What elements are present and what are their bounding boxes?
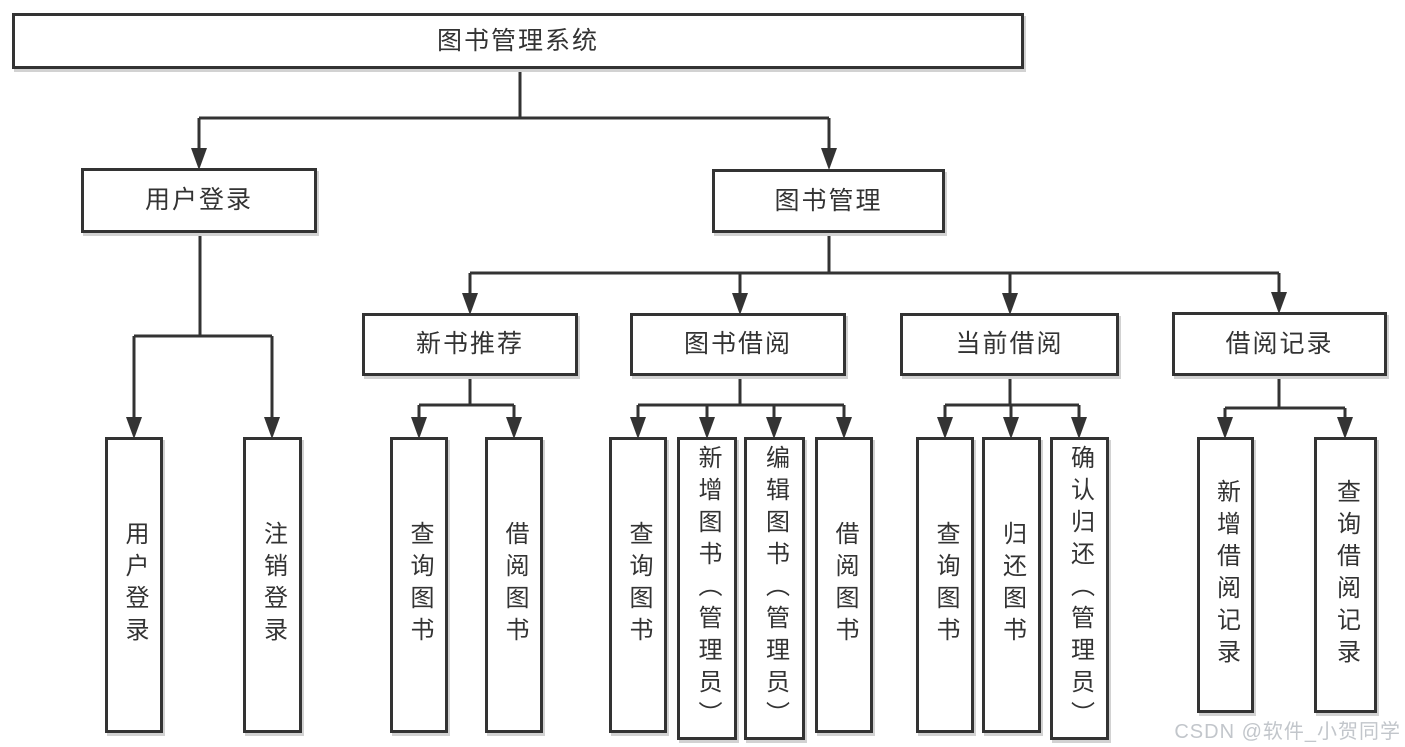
arrow-icon <box>191 148 207 170</box>
leaf-label: 确认归还（管理员） <box>1066 444 1094 733</box>
node-book-management: 图书管理 <box>712 169 945 233</box>
arrow-icon <box>836 417 852 439</box>
node-new-book-recommendation: 新书推荐 <box>362 313 578 376</box>
node-label: 图书借阅 <box>683 330 792 358</box>
node-library-management-system: 图书管理系统 <box>12 13 1024 69</box>
arrow-icon <box>1337 417 1353 439</box>
arrow-icon <box>1002 293 1018 315</box>
leaf-edit-books-admin: 编辑图书（管理员） <box>744 437 805 740</box>
arrow-icon <box>462 293 478 315</box>
leaf-user-login: 用户登录 <box>105 437 163 733</box>
node-borrowing-records: 借阅记录 <box>1172 312 1387 376</box>
leaf-label: 新增图书（管理员） <box>694 444 721 733</box>
arrow-icon <box>1271 292 1287 314</box>
leaf-query-books-current: 查询图书 <box>916 437 974 733</box>
arrowheads <box>126 148 1353 439</box>
tree-edges <box>132 69 1347 418</box>
leaf-label: 归还图书 <box>998 521 1026 649</box>
leaf-query-books-recommend: 查询图书 <box>390 437 448 733</box>
leaf-label: 查询图书 <box>932 521 959 649</box>
leaf-add-borrow-record: 新增借阅记录 <box>1197 437 1254 713</box>
node-label: 借阅记录 <box>1225 329 1334 358</box>
leaf-logout: 注销登录 <box>243 437 302 733</box>
leaf-query-books-borrow: 查询图书 <box>609 437 667 733</box>
arrow-icon <box>1003 417 1019 439</box>
node-label: 用户登录 <box>144 186 253 214</box>
arrow-icon <box>411 417 427 439</box>
leaf-return-books: 归还图书 <box>982 437 1041 733</box>
leaf-label: 借阅图书 <box>831 521 858 649</box>
leaf-label: 查询图书 <box>625 521 652 649</box>
node-label: 新书推荐 <box>415 330 524 358</box>
arrow-icon <box>699 417 715 439</box>
node-book-borrowing: 图书借阅 <box>630 313 846 376</box>
leaf-query-borrow-record: 查询借阅记录 <box>1314 437 1377 713</box>
leaf-confirm-return-admin: 确认归还（管理员） <box>1050 437 1109 740</box>
arrow-icon <box>506 417 522 439</box>
leaf-label: 借阅图书 <box>501 521 528 649</box>
arrow-icon <box>630 417 646 439</box>
leaf-label: 编辑图书（管理员） <box>761 444 789 733</box>
leaf-label: 注销登录 <box>259 521 287 649</box>
arrow-icon <box>1071 417 1087 439</box>
arrow-icon <box>937 417 953 439</box>
leaf-borrow-books-recommend: 借阅图书 <box>485 437 543 733</box>
arrow-icon <box>264 417 280 439</box>
leaf-label: 新增借阅记录 <box>1212 479 1240 671</box>
arrow-icon <box>732 293 748 315</box>
node-label: 图书管理系统 <box>436 26 599 55</box>
leaf-label: 查询图书 <box>406 521 433 649</box>
arrow-icon <box>821 148 837 170</box>
arrow-icon <box>766 417 782 439</box>
watermark: CSDN @软件_小贺同学 <box>1174 721 1401 743</box>
leaf-label: 查询借阅记录 <box>1332 479 1360 671</box>
node-label: 当前借阅 <box>955 330 1064 358</box>
node-current-borrowing: 当前借阅 <box>900 313 1119 376</box>
leaf-borrow-books: 借阅图书 <box>815 437 873 733</box>
leaf-label: 用户登录 <box>121 521 148 649</box>
node-user-login: 用户登录 <box>81 168 317 233</box>
arrow-icon <box>1217 417 1233 439</box>
leaf-add-books-admin: 新增图书（管理员） <box>677 437 737 740</box>
arrow-icon <box>126 417 142 439</box>
node-label: 图书管理 <box>774 186 883 215</box>
